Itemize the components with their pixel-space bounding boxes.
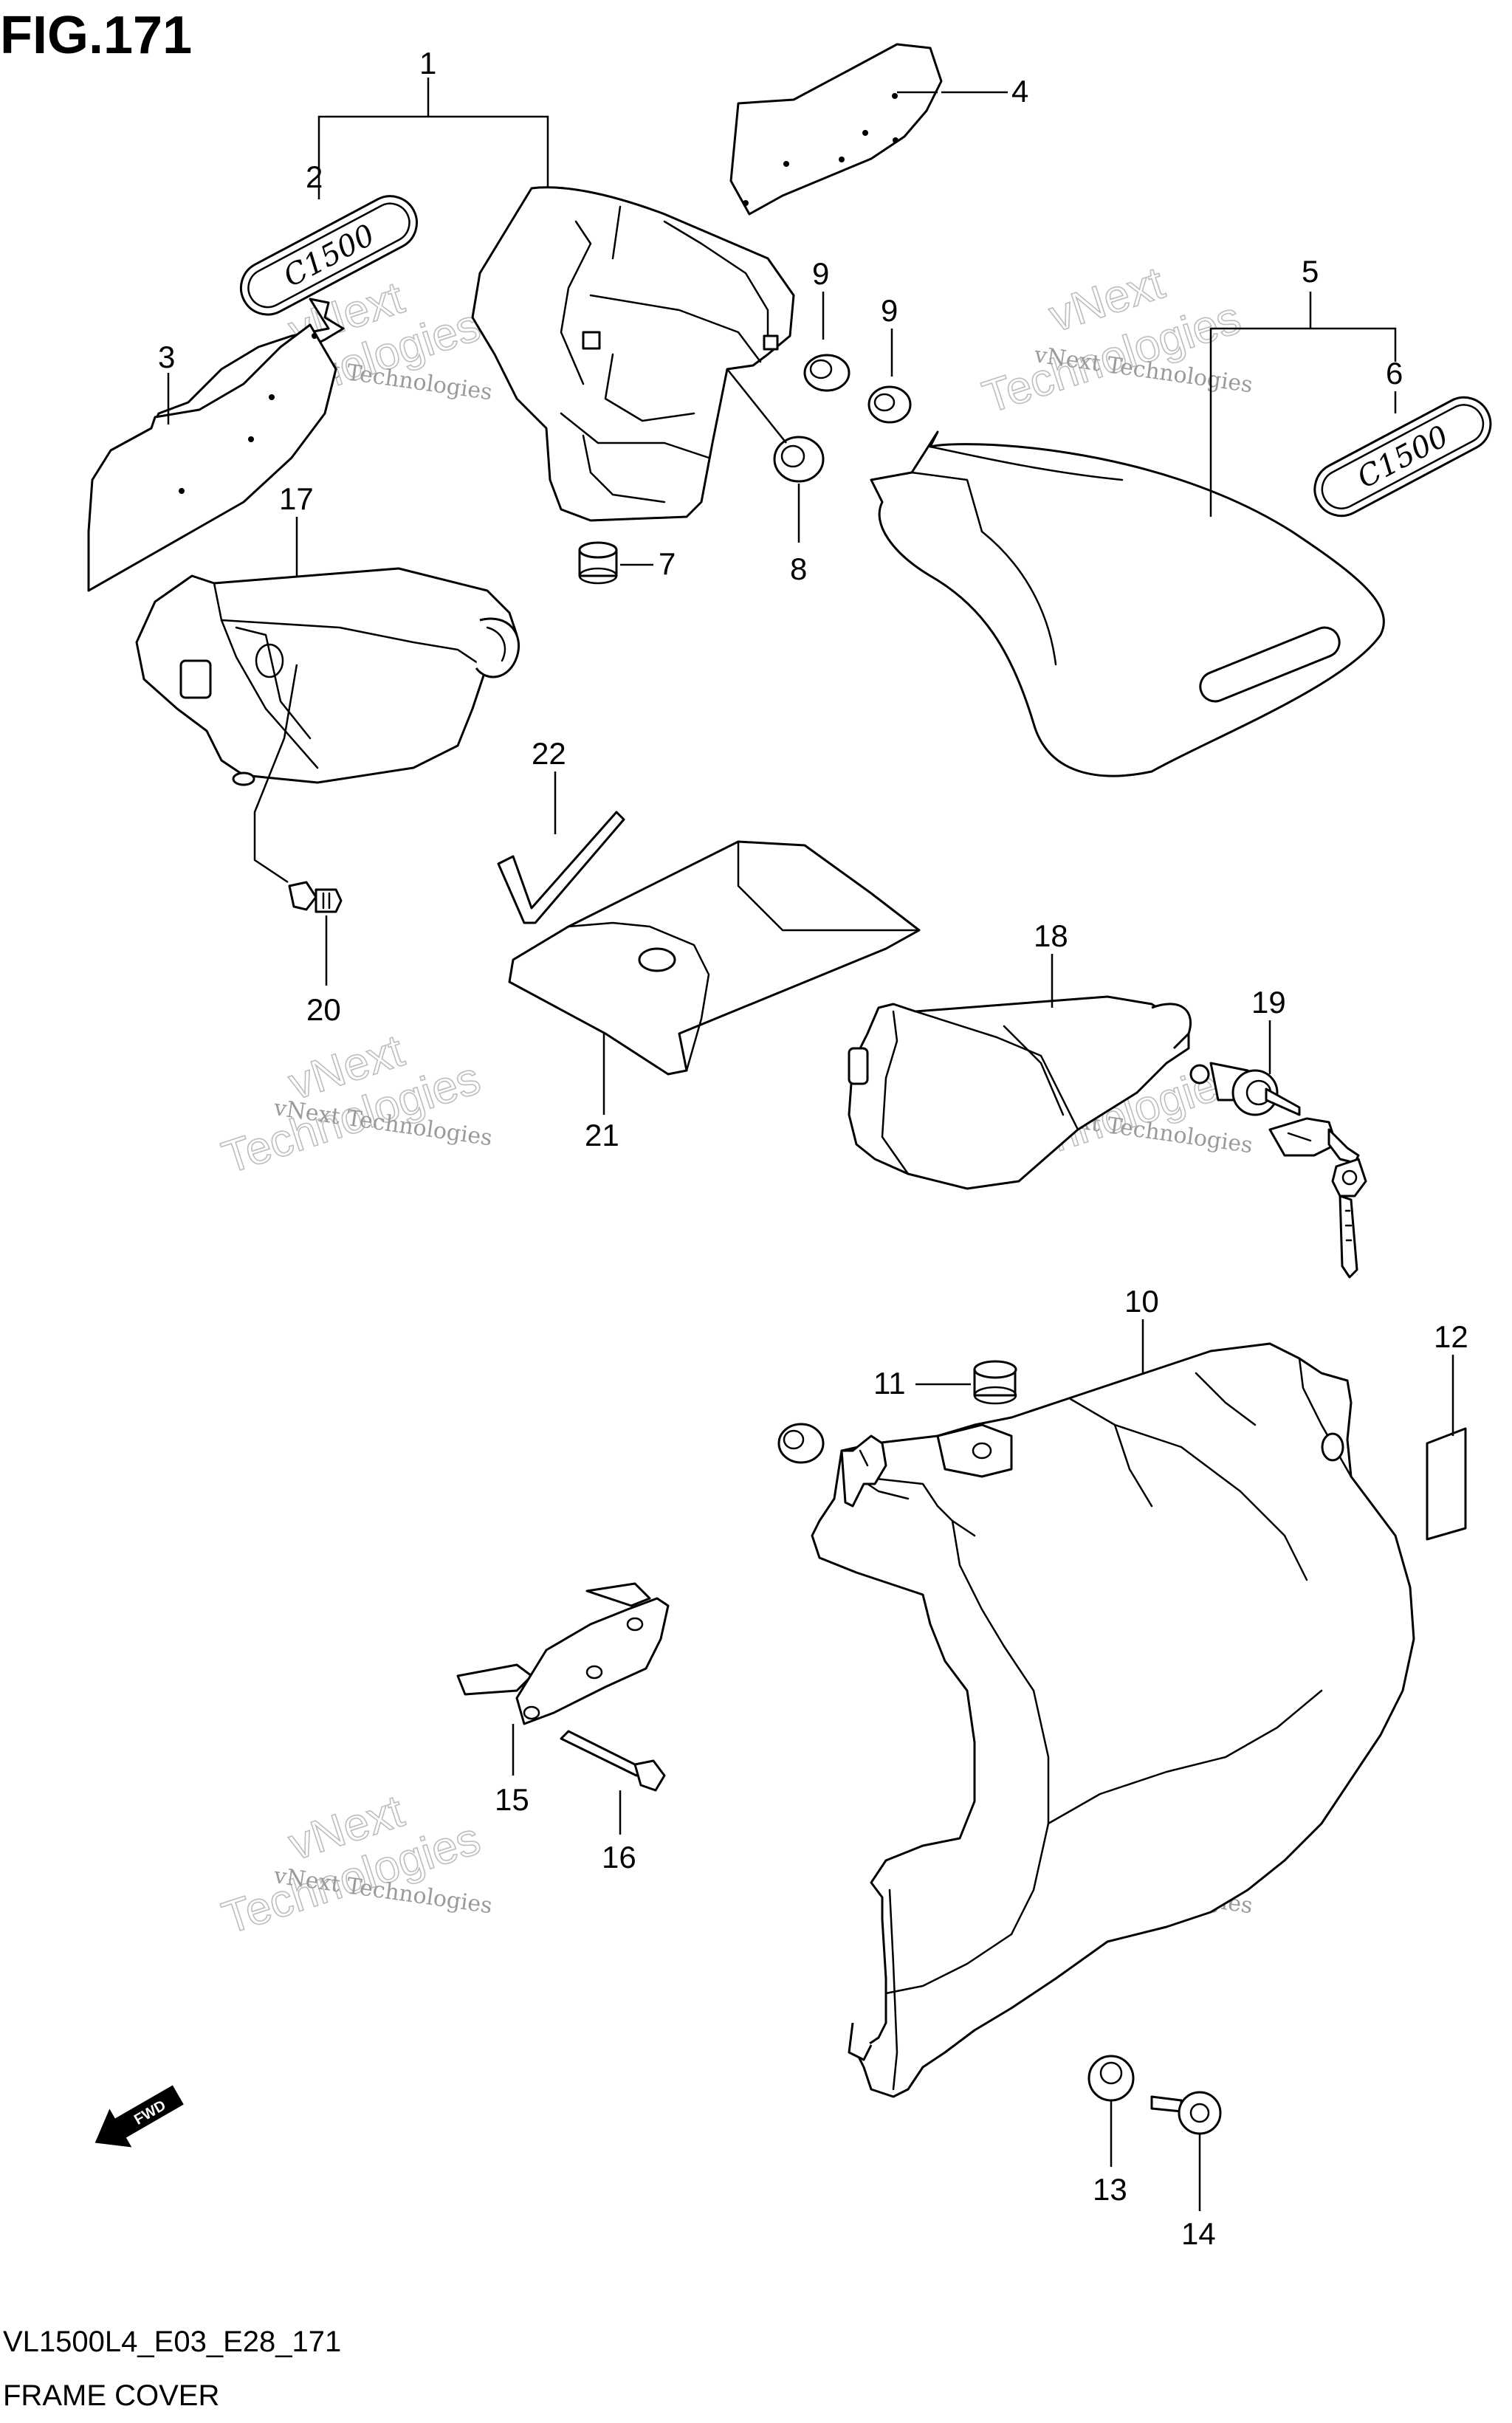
part-6-emblem: C1500 bbox=[1313, 396, 1492, 518]
figure-title: FIG.171 bbox=[0, 6, 192, 65]
callout-20: 20 bbox=[306, 992, 341, 1027]
fwd-arrow-icon: FWD bbox=[94, 2085, 184, 2148]
callout-3: 3 bbox=[158, 340, 175, 374]
callout-8: 8 bbox=[790, 551, 807, 586]
callout-16: 16 bbox=[602, 1840, 636, 1874]
callout-21: 21 bbox=[585, 1118, 619, 1152]
figure-name: FRAME COVER bbox=[3, 2379, 219, 2412]
callout-14: 14 bbox=[1181, 2216, 1216, 2251]
part-5-side-cover bbox=[870, 430, 1385, 777]
part-3-plate bbox=[87, 298, 345, 592]
part-19-lock-set bbox=[1189, 1062, 1367, 1279]
part-20-bolt bbox=[288, 881, 343, 913]
part-10-frame-cover bbox=[811, 1342, 1415, 2098]
callout-5: 5 bbox=[1302, 254, 1319, 289]
part-1-upper-cover bbox=[471, 186, 795, 522]
part-21-tool-bag bbox=[508, 840, 921, 1076]
part-16-bolt bbox=[560, 1730, 666, 1792]
callout-9b: 9 bbox=[881, 293, 898, 328]
part-18-cover-box bbox=[848, 995, 1192, 1190]
watermark-2: vNext Technologies vNext Technologies bbox=[976, 257, 1254, 424]
callout-2: 2 bbox=[306, 159, 323, 194]
callout-22: 22 bbox=[532, 736, 566, 771]
callout-19: 19 bbox=[1251, 985, 1286, 1020]
part-22-hex-key bbox=[497, 811, 625, 924]
part-15-bracket bbox=[456, 1582, 670, 1725]
callout-7: 7 bbox=[659, 546, 676, 581]
callout-13: 13 bbox=[1093, 2172, 1127, 2207]
grommet-loose bbox=[777, 1423, 825, 1464]
callout-9a: 9 bbox=[812, 256, 829, 291]
part-12-label bbox=[1426, 1427, 1467, 1541]
part-14-screw bbox=[1150, 2091, 1222, 2135]
part-7-damper bbox=[578, 541, 618, 585]
part-4-side-panel bbox=[729, 43, 943, 216]
part-17-cover-box bbox=[135, 567, 520, 786]
callout-4: 4 bbox=[1011, 74, 1028, 109]
part-13-grommet bbox=[1087, 2055, 1135, 2102]
callout-10: 10 bbox=[1124, 1284, 1159, 1319]
part-9b-grommet bbox=[867, 385, 912, 424]
watermark-5: vNext Technologies vNext Technologies bbox=[216, 1785, 494, 1945]
callout-17: 17 bbox=[279, 481, 314, 516]
callout-18: 18 bbox=[1034, 918, 1068, 953]
part-11-damper bbox=[973, 1360, 1017, 1405]
watermark-3: vNext Technologies vNext Technologies bbox=[216, 1025, 494, 1184]
part-9a-grommet bbox=[803, 354, 850, 392]
callout-12: 12 bbox=[1434, 1319, 1468, 1354]
figure-code: VL1500L4_E03_E28_171 bbox=[3, 2326, 341, 2358]
callout-6: 6 bbox=[1386, 356, 1403, 391]
callout-11: 11 bbox=[873, 1366, 906, 1400]
callout-1: 1 bbox=[419, 46, 436, 80]
callout-15: 15 bbox=[495, 1782, 529, 1817]
part-8-grommet bbox=[773, 436, 825, 483]
